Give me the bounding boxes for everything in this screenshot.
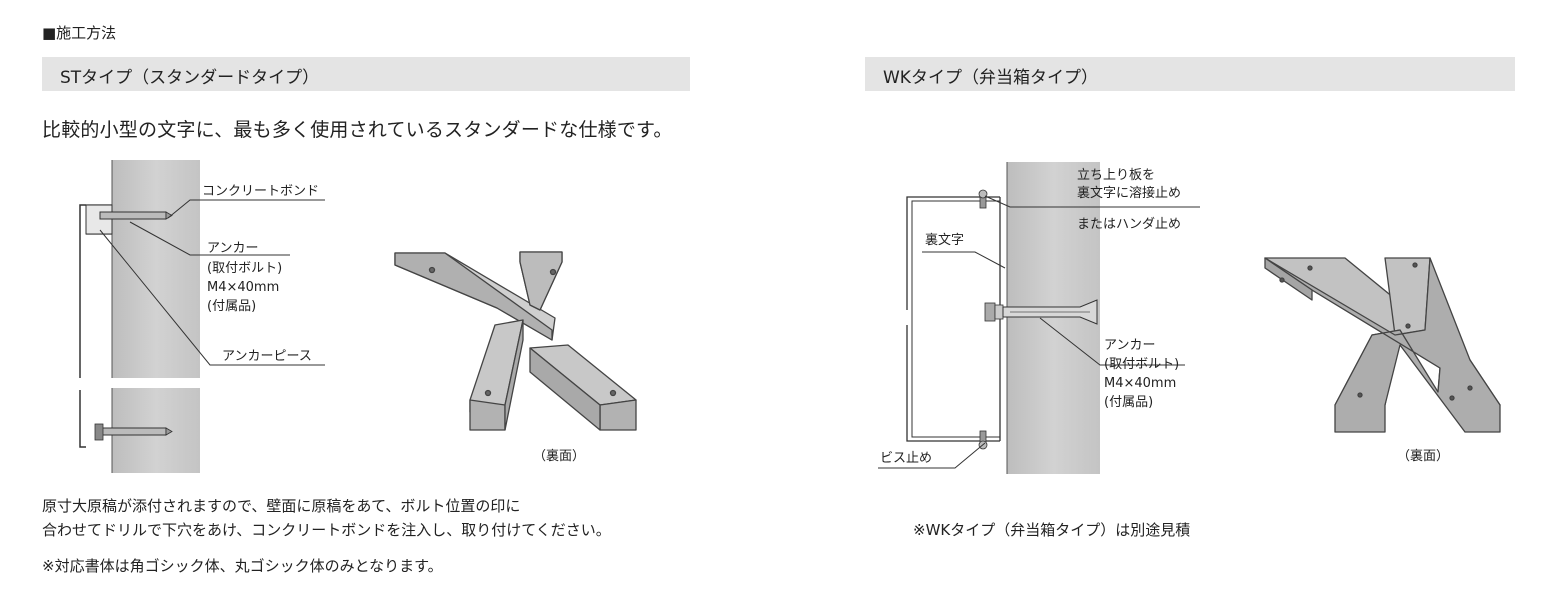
st-note-line-1: 原寸大原稿が添付されますので、壁面に原稿をあて、ボルト位置の印に (42, 497, 521, 515)
wk-letter-back (1264, 257, 1501, 433)
st-title-bar: STタイプ（スタンダードタイプ） (42, 57, 690, 91)
st-wall-diagram (79, 160, 325, 473)
st-note-line-2: 合わせてドリルで下穴をあけ、コンクリートボンドを注入し、取り付けてください。 (42, 521, 611, 539)
wk-anchor-size-label: M4×40mm (1104, 376, 1177, 391)
st-back-label: （裏面） (533, 449, 586, 464)
wk-ura-label: 裏文字 (925, 233, 965, 248)
st-lead-text: 比較的小型の文字に、最も多く使用されているスタンダードな仕様です。 (42, 119, 673, 141)
st-bond-label: コンクリートボンド (202, 184, 320, 199)
wk-back-label: （裏面） (1397, 449, 1450, 464)
st-anchor-piece-label: アンカーピース (222, 349, 312, 364)
st-note-line-3: ※対応書体は角ゴシック体、丸ゴシック体のみとなります。 (42, 557, 443, 575)
wk-wall-diagram (878, 162, 1200, 474)
wk-plate-label-2: 裏文字に溶接止め (1077, 186, 1182, 201)
st-letter-back (394, 251, 637, 431)
st-anchor-size-label: M4×40mm (207, 280, 280, 295)
wk-plate-label-1: 立ち上り板を (1077, 168, 1156, 183)
st-anchor-label: アンカー (207, 241, 259, 256)
wk-note: ※WKタイプ（弁当箱タイプ）は別途見積 (913, 521, 1191, 539)
st-title: STタイプ（スタンダードタイプ） (60, 68, 320, 88)
wk-anchor-label: アンカー (1104, 338, 1156, 353)
st-anchor-sub-label: (取付ボルト) (207, 261, 283, 276)
wk-title: WKタイプ（弁当箱タイプ） (883, 68, 1098, 88)
wk-screw-label: ビス止め (880, 451, 933, 466)
section-heading: ■施工方法 (42, 24, 117, 42)
wk-solder-label: またはハンダ止め (1077, 217, 1182, 232)
wk-anchor-note-label: (付属品) (1104, 395, 1154, 410)
wk-anchor-sub-label: (取付ボルト) (1104, 357, 1180, 372)
st-anchor-note-label: (付属品) (207, 299, 257, 314)
wk-title-bar: WKタイプ（弁当箱タイプ） (865, 57, 1515, 91)
